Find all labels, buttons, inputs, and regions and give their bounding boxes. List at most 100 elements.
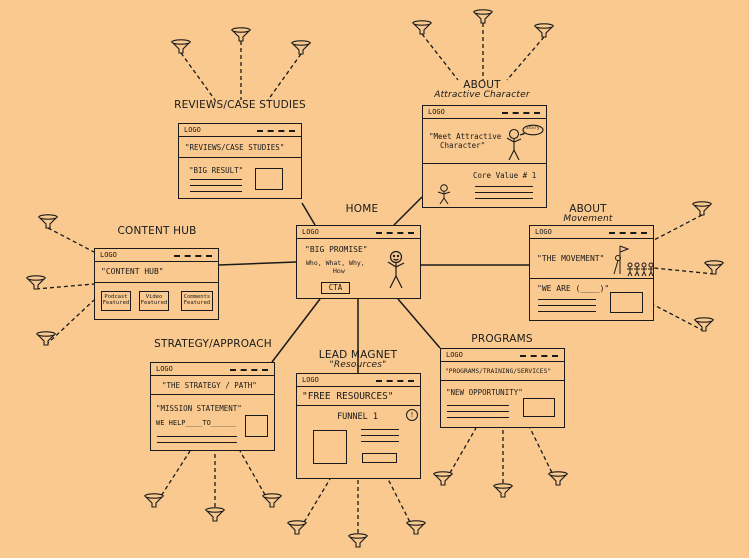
nav-menu — [230, 369, 268, 371]
we-are: "WE ARE (____)" — [537, 284, 610, 293]
funnel-icon — [472, 9, 494, 24]
the-movement: "THE MOVEMENT" — [537, 254, 605, 263]
content-hub-page: LOGO "CONTENT HUB" Podcast Featured Vide… — [94, 248, 219, 320]
story-bubble: Story — [526, 126, 540, 131]
person-icon — [387, 250, 405, 289]
programs-label: PROGRAMS — [471, 333, 533, 345]
funnel-icon — [703, 260, 725, 275]
funnel-icon — [286, 520, 308, 535]
mission-statement: "MISSION STATEMENT" — [156, 404, 242, 413]
reviews-page: LOGO "REVIEWS/CASE STUDIES" "BIG RESULT" — [178, 123, 302, 199]
funnel-link — [267, 53, 302, 101]
image-placeholder — [255, 168, 283, 190]
nav-menu — [520, 355, 558, 357]
podcast-card[interactable]: Podcast Featured — [101, 291, 131, 311]
funnel-icon — [547, 471, 569, 486]
content-hub-label: CONTENT HUB — [117, 225, 197, 237]
image-placeholder — [245, 415, 268, 437]
signup-button[interactable] — [362, 453, 397, 463]
nav-menu — [376, 380, 414, 382]
logo: LOGO — [428, 108, 445, 116]
funnel-icon — [204, 507, 226, 522]
comments-card[interactable]: Comments Featured — [181, 291, 213, 311]
programs-page: LOGO "PROGRAMS/TRAINING/SERVICES" "NEW O… — [440, 348, 565, 428]
page-connector — [218, 261, 297, 266]
core-value: Core Value # 1 — [473, 171, 537, 180]
home-page: LOGO "BIG PROMISE" Who, What, Why, How C… — [296, 225, 421, 299]
who-what-why: Who, What, Why, — [306, 259, 365, 267]
funnel-title: FUNNEL 1 — [337, 412, 378, 422]
funnel-link — [35, 283, 95, 290]
image-placeholder — [610, 292, 643, 313]
strategy-header: "THE STRATEGY / PATH" — [162, 381, 257, 390]
about-character-page: LOGO "Meet Attractive Character" Story C… — [422, 105, 547, 208]
funnel-icon — [261, 493, 283, 508]
funnel-link — [653, 304, 705, 332]
meet-character-line2: Character" — [440, 141, 486, 150]
funnel-icon — [691, 201, 713, 216]
new-opportunity: "NEW OPPORTUNITY" — [446, 388, 523, 397]
nav-menu — [376, 232, 414, 234]
reviews-header: "REVIEWS/CASE STUDIES" — [185, 143, 285, 152]
character-icon — [506, 124, 544, 161]
nav-menu — [174, 255, 212, 257]
funnel-link — [421, 33, 459, 81]
movement-people-icon — [613, 245, 654, 277]
funnel-icon — [533, 23, 555, 38]
cta-button[interactable]: CTA — [321, 282, 350, 294]
strategy-page: LOGO "THE STRATEGY / PATH" "MISSION STAT… — [150, 362, 275, 451]
big-promise: "BIG PROMISE" — [305, 245, 368, 254]
funnel-link — [45, 299, 95, 346]
programs-header: "PROGRAMS/TRAINING/SERVICES" — [445, 368, 552, 375]
funnel-icon — [290, 40, 312, 55]
nav-menu — [502, 112, 540, 114]
page-connector — [393, 196, 423, 226]
logo: LOGO — [184, 126, 201, 134]
funnel-icon — [143, 493, 165, 508]
free-resources: "FREE RESOURCES" — [302, 391, 394, 402]
funnel-link — [180, 52, 216, 101]
home-label: HOME — [345, 203, 379, 215]
how-text: How — [333, 267, 345, 275]
info-icon: ! — [406, 409, 418, 421]
content-hub-header: "CONTENT HUB" — [101, 267, 164, 276]
reviews-label: REVIEWS/CASE STUDIES — [174, 99, 306, 111]
nav-menu — [609, 232, 647, 234]
funnel-icon — [347, 533, 369, 548]
meet-character-line1: "Meet Attractive — [429, 132, 502, 141]
image-placeholder — [313, 430, 347, 464]
funnel-icon — [230, 27, 252, 42]
logo: LOGO — [446, 351, 463, 359]
funnel-link — [653, 267, 715, 275]
funnel-icon — [37, 214, 59, 229]
nav-menu — [257, 130, 295, 132]
logo: LOGO — [100, 251, 117, 259]
logo: LOGO — [156, 365, 173, 373]
funnel-link — [506, 36, 545, 81]
we-help: WE HELP____TO______ — [156, 419, 237, 427]
funnel-icon — [432, 471, 454, 486]
image-placeholder — [523, 398, 555, 417]
lead-magnet-page: LOGO "FREE RESOURCES" FUNNEL 1 ! — [296, 373, 421, 479]
funnel-icon — [693, 317, 715, 332]
logo: LOGO — [302, 228, 319, 236]
lead-magnet-label: LEAD MAGNET"Resources" — [318, 349, 398, 371]
funnel-icon — [25, 275, 47, 290]
funnel-link — [47, 227, 95, 253]
funnel-icon — [492, 483, 514, 498]
page-connector — [397, 298, 441, 349]
funnel-icon — [170, 39, 192, 54]
page-connector — [301, 202, 316, 226]
funnel-icon — [405, 520, 427, 535]
funnel-icon — [411, 20, 433, 35]
video-card[interactable]: Video Featured — [139, 291, 169, 311]
logo: LOGO — [302, 376, 319, 384]
logo: LOGO — [535, 228, 552, 236]
person-icon — [437, 184, 451, 205]
funnel-icon — [35, 331, 57, 346]
funnel-link — [653, 214, 703, 241]
about-movement-page: LOGO "THE MOVEMENT" "WE ARE (____)" — [529, 225, 654, 321]
